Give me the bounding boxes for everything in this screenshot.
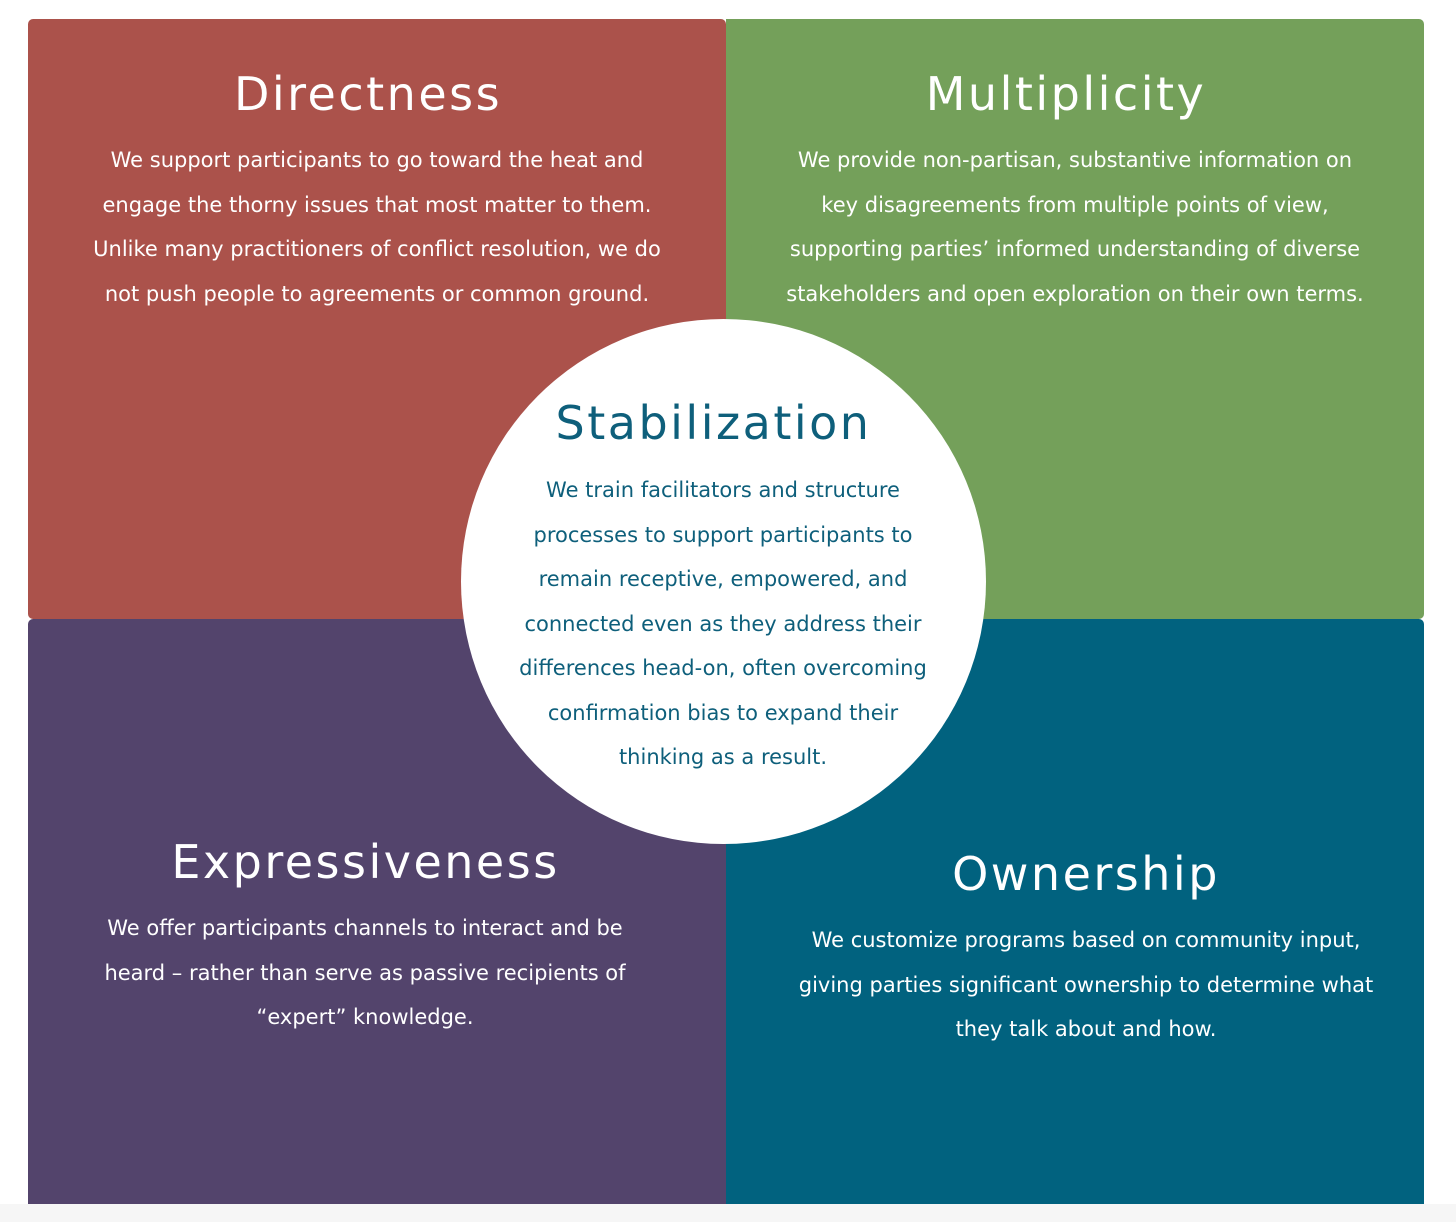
ownership-description: We customize programs based on community… [798, 928, 1374, 1041]
stabilization-title: Stabilization [555, 396, 872, 450]
expressiveness-description: We offer participants channels to intera… [104, 916, 626, 1029]
expressiveness-title: Expressiveness [171, 835, 560, 889]
center-circle-stabilization: Stabilization We train facilitators and … [461, 319, 986, 844]
directness-description: We support participants to go toward the… [93, 148, 661, 306]
stabilization-description: We train facilitators and structure proc… [519, 478, 927, 769]
directness-title: Directness [233, 67, 503, 121]
page-bottom-strip [0, 1204, 1456, 1222]
quadrant-directness: Directness We support participants to go… [28, 19, 726, 619]
multiplicity-title: Multiplicity [925, 67, 1207, 121]
ownership-title: Ownership [952, 847, 1220, 901]
multiplicity-description: We provide non-partisan, substantive inf… [786, 148, 1364, 306]
